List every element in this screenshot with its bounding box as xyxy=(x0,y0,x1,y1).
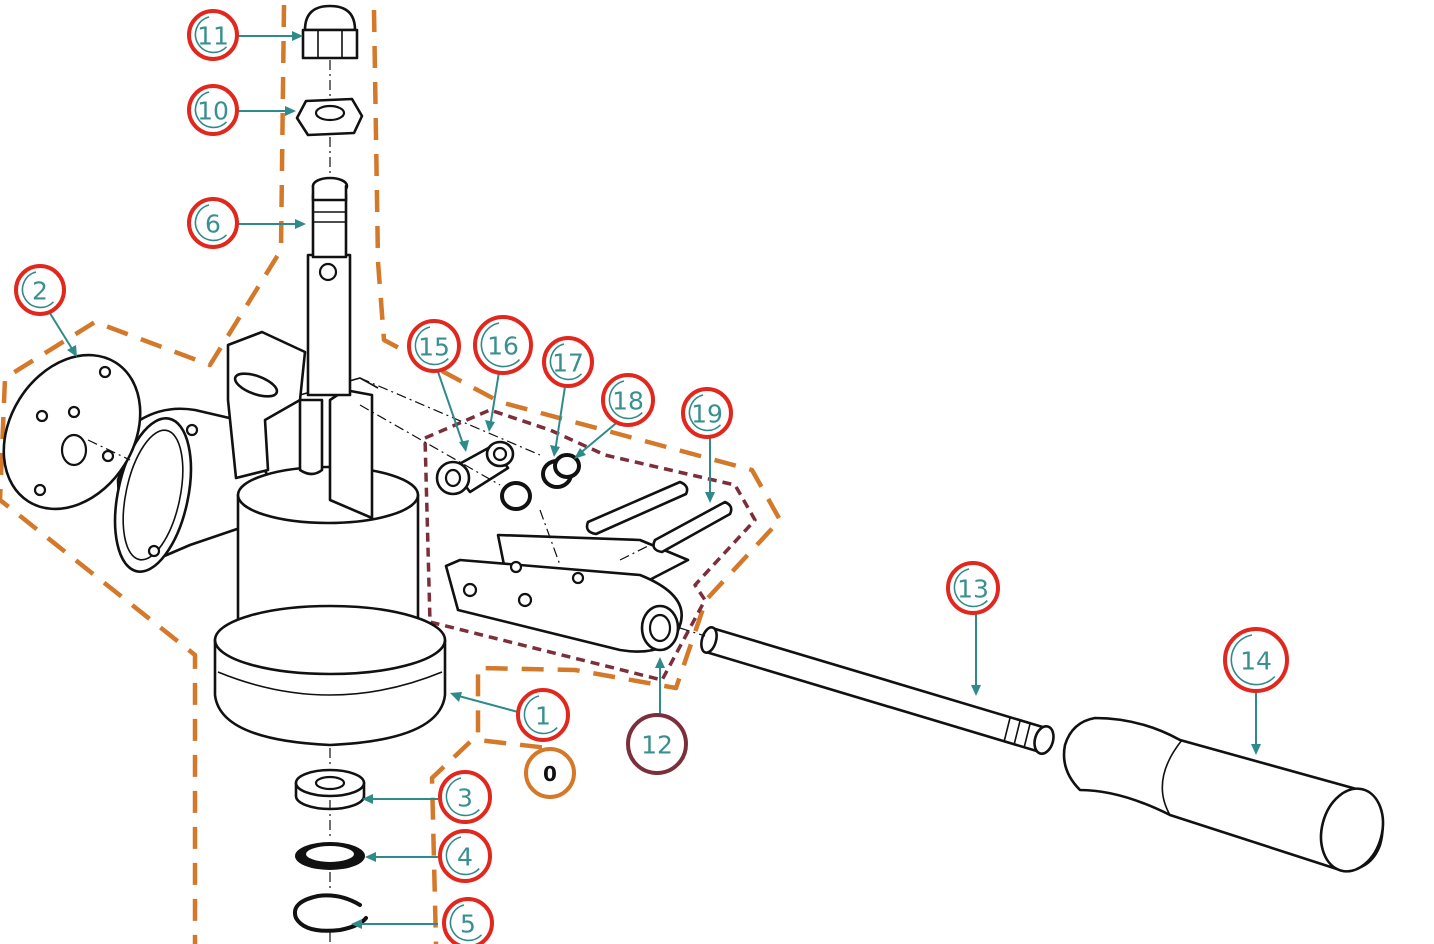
callout-6: 6 xyxy=(187,197,239,249)
pin-19 xyxy=(585,480,733,554)
callout-inner-arc xyxy=(1230,634,1276,686)
callout-inner-arc xyxy=(414,326,449,366)
callout-ring xyxy=(473,315,533,375)
bushing-16 xyxy=(485,440,515,468)
callout-12: 12 xyxy=(626,713,688,775)
callout-inner-arc xyxy=(194,204,228,242)
callout-label: 18 xyxy=(612,387,644,416)
callout-label: 5 xyxy=(460,910,476,939)
callout-16: 16 xyxy=(473,315,533,375)
callout-label: 2 xyxy=(32,277,48,306)
callout-label: 15 xyxy=(418,333,450,362)
callout-1: 1 xyxy=(516,688,570,742)
handle-grip-14 xyxy=(1062,716,1385,873)
callout-ring xyxy=(626,713,688,775)
callout-17: 17 xyxy=(542,336,594,388)
callout-19: 19 xyxy=(681,387,733,439)
callout-label: 4 xyxy=(457,843,473,872)
callout-2: 2 xyxy=(14,264,66,316)
callout-label: 13 xyxy=(957,575,989,604)
callout-label: 10 xyxy=(197,97,229,126)
callout-10: 10 xyxy=(187,84,239,136)
shaft-6 xyxy=(306,176,352,397)
callout-inner-arc xyxy=(953,568,988,608)
spring-18 xyxy=(553,453,581,479)
callout-inner-arc xyxy=(194,16,228,54)
callout-inner-arc xyxy=(449,904,483,942)
callout-label: 11 xyxy=(197,22,229,51)
rod-13 xyxy=(700,626,1055,755)
callout-inner-arc xyxy=(21,271,55,309)
lever-head-12 xyxy=(444,533,690,653)
circlip-5 xyxy=(293,893,368,933)
callout-inner-arc xyxy=(523,695,558,735)
callout-ring xyxy=(524,747,576,799)
callout-4: 4 xyxy=(438,829,492,883)
callout-label: 17 xyxy=(552,349,584,378)
nut-10 xyxy=(295,97,364,137)
callout-inner-arc xyxy=(480,322,521,368)
leader-lines xyxy=(47,31,1261,929)
callout-label: 19 xyxy=(691,400,723,429)
seal-4 xyxy=(295,842,365,870)
callout-ring xyxy=(1223,627,1289,693)
callout-3: 3 xyxy=(438,770,492,824)
callout-inner-arc xyxy=(688,394,722,432)
group-outline-12 xyxy=(423,408,757,682)
callout-5: 5 xyxy=(442,897,494,944)
callout-label: 12 xyxy=(641,731,673,760)
callout-15: 15 xyxy=(407,319,461,373)
callout-label: 16 xyxy=(487,332,519,361)
callout-inner-arc xyxy=(445,777,480,817)
callout-inner-arc xyxy=(549,343,583,381)
callout-11: 11 xyxy=(187,9,239,61)
callout-14: 14 xyxy=(1223,627,1289,693)
cap-nut-11 xyxy=(301,4,359,60)
callout-label: 14 xyxy=(1240,647,1272,676)
callout-18: 18 xyxy=(601,373,655,427)
callout-label: 6 xyxy=(205,210,221,239)
callout-label: 3 xyxy=(457,784,473,813)
callout-inner-arc xyxy=(608,380,643,420)
callout-inner-arc xyxy=(194,91,228,129)
callout-13: 13 xyxy=(946,561,1000,615)
housing-body xyxy=(113,330,447,747)
callout-0: 0 xyxy=(524,747,576,799)
callout-label: 0 xyxy=(543,762,557,786)
cover-plate-2 xyxy=(2,353,142,511)
callout-label: 1 xyxy=(535,702,551,731)
callout-inner-arc xyxy=(445,836,480,876)
group-outline-0 xyxy=(0,4,783,944)
